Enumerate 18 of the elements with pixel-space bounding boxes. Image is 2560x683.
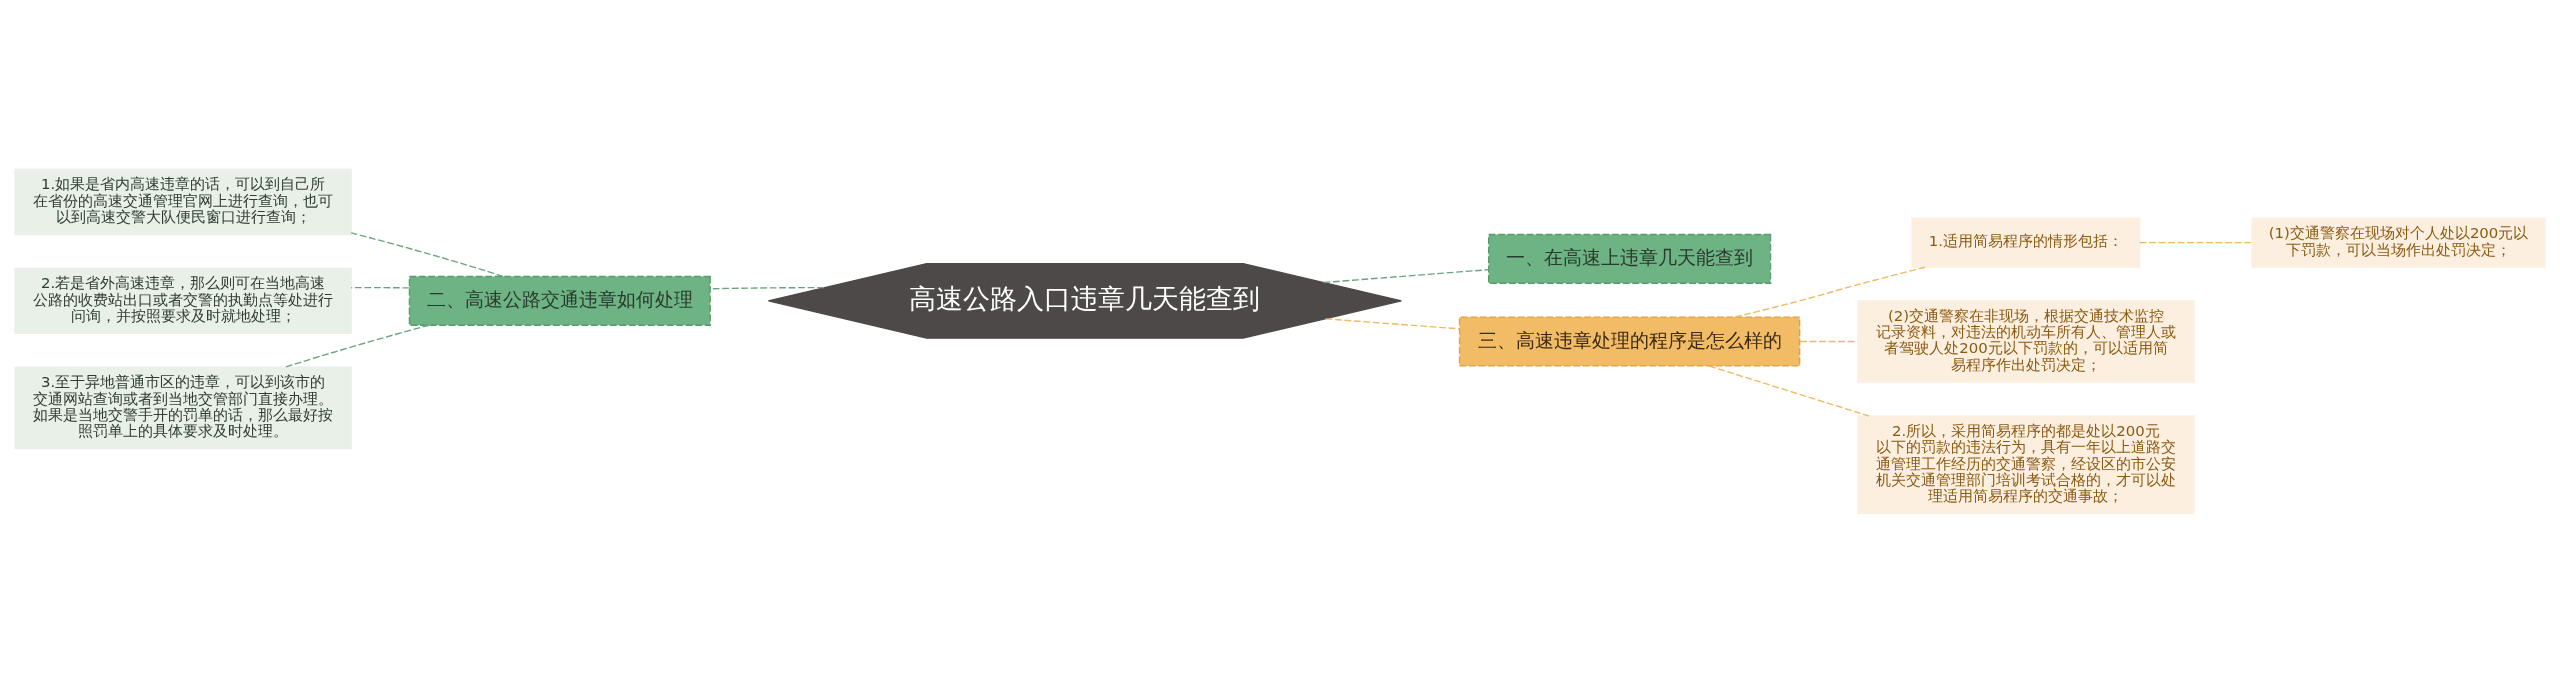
connector: [1322, 269, 1490, 284]
connector: [350, 232, 504, 278]
connector: [1324, 318, 1460, 330]
node-box: 三、高速违章处理的程序是怎么样的: [1458, 316, 1801, 367]
node-box: 二、高速公路交通违章如何处理: [408, 275, 711, 326]
node-box: (1)交通警察在现场对个人处以200元以下罚款，可以当场作出处罚决定；: [2251, 217, 2546, 268]
connector: [284, 324, 430, 368]
node-box: 2.若是省外高速违章，那么则可在当地高速公路的收费站出口或者交警的执勤点等处进行问询，并按照要求及时就地处理；: [14, 267, 352, 335]
node-box: 1.适用简易程序的情形包括：: [1911, 217, 2141, 268]
connector: [1708, 365, 1870, 417]
node-box: 2.所以，采用简易程序的都是处以200元以下的罚款的违法行为，具有一年以上道路交通管理工作经历的交通警察，经设区的市公安机关交通管理部门培训考试合格的，才可以处理适用简易程序的交通事故；: [1857, 415, 2195, 515]
connector: [2139, 241, 2253, 244]
connector: [1734, 266, 1927, 318]
node-box: 1.如果是省内高速违章的话，可以到自己所在省份的高速交通管理官网上进行查询，也可以到高速交警大队便民窗口进行查询；: [14, 168, 352, 236]
node-box: 一、在高速上违章几天能查到: [1488, 233, 1772, 284]
connector: [350, 286, 410, 289]
node-box: 3.至于异地普通市区的违章，可以到该市的交通网站查询或者到当地交管部门直接办理。如果是当地交警手开的罚单的话，那么最好按照罚单上的具体要求及时处理。: [14, 366, 352, 450]
node-box: (2)交通警察在非现场，根据交通技术监控记录资料，对违法的机动车所有人、管理人或者驾驶人处200元以下罚款的，可以适用简易程序作出处罚决定；: [1857, 300, 2195, 383]
